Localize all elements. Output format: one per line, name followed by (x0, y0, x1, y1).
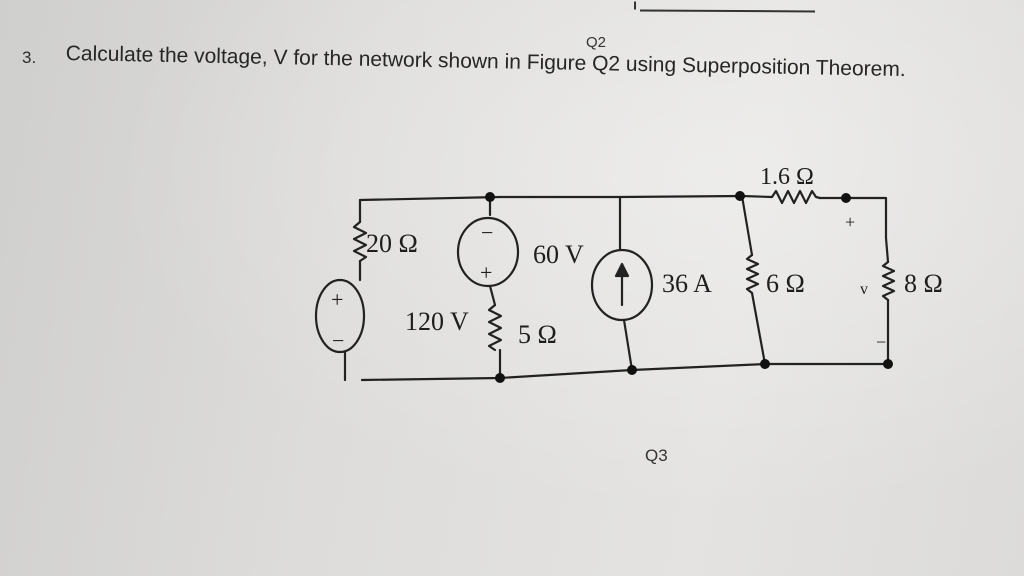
resistor-6-zigzag (745, 253, 760, 295)
source-60v-circle (456, 216, 520, 288)
r20-label: 20 Ω (366, 229, 418, 258)
v120-minus: − (332, 328, 344, 353)
v60-plus: + (480, 260, 492, 285)
i36-label: 36 A (662, 269, 712, 298)
r6-bottom-wire (750, 291, 767, 366)
junction-dot (760, 359, 770, 369)
v60-label: 60 V (533, 240, 584, 269)
junction-dot (485, 192, 495, 202)
r6-label: 6 Ω (766, 269, 805, 298)
v60-minus: − (481, 220, 493, 245)
junction-dot (495, 373, 505, 383)
junction-dot (841, 193, 851, 203)
current-source-bottom-wire (622, 318, 634, 372)
r5-label: 5 Ω (518, 320, 557, 349)
r8-top-wire (884, 236, 890, 264)
junction-dot (735, 191, 745, 201)
source-120v-circle (314, 278, 366, 354)
r8-label: 8 Ω (904, 269, 943, 298)
junction-dot (627, 365, 637, 375)
current-arrow-head (614, 262, 630, 278)
v120-plus: + (331, 287, 343, 312)
v120-label: 120 V (405, 307, 469, 336)
q3-label: Q3 (645, 446, 668, 465)
v-label: v (860, 281, 868, 298)
resistor-16-zigzag (770, 189, 822, 205)
top-right-wire (818, 196, 888, 240)
r16-label: 1.6 Ω (760, 164, 814, 190)
r6-top-wire (740, 194, 754, 257)
resistor-8-zigzag (881, 260, 896, 302)
resistor-20-zigzag (352, 220, 368, 263)
v60-bottom-wire (488, 284, 497, 307)
question-number: 3. (22, 48, 37, 67)
current-source-circle (590, 248, 654, 322)
q2-label: Q2 (586, 34, 607, 51)
top-wire (358, 194, 774, 202)
v-plus: + (845, 212, 855, 232)
v-minus: − (876, 332, 886, 352)
resistor-5-zigzag (487, 303, 503, 352)
junction-dot (883, 359, 893, 369)
bottom-wire (360, 362, 890, 382)
